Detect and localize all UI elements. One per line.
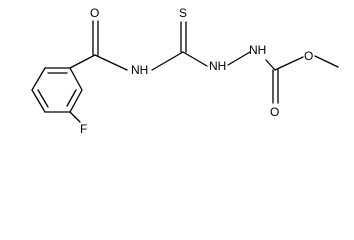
- ester-c-o-bond: [274, 56, 304, 71]
- o-methyl-bond: [314, 55, 339, 68]
- benzene-ring: [31, 67, 83, 113]
- thiocarbonyl-double-bond: [180, 21, 187, 53]
- atom-label-o-ester: O: [304, 49, 313, 63]
- molecule-structure-diagram: O S NH NH NH F O O: [31, 6, 339, 136]
- ring-carbonyl-bond: [69, 54, 96, 69]
- hydrazine-nn-bond: [227, 51, 251, 66]
- thiocarbon-nh-bond: [182, 51, 208, 67]
- atom-label-o-carbonyl: O: [90, 6, 99, 20]
- atom-label-o-ester-carbonyl: O: [270, 105, 279, 119]
- nh-ester-carbon-bond: [265, 59, 276, 71]
- atom-label-nh-hydrazine-2: NH: [249, 43, 266, 57]
- atom-label-nh-amide: NH: [131, 63, 148, 77]
- ring-fluorine-bond: [69, 111, 81, 123]
- atom-label-s-thio: S: [179, 6, 187, 20]
- nh-thiocarbon-bond: [151, 51, 184, 71]
- atom-label-nh-hydrazine-1: NH: [209, 59, 226, 73]
- carbonyl-double-bond: [92, 20, 99, 56]
- ester-carbonyl-double-bond: [272, 69, 279, 104]
- atom-label-f: F: [80, 122, 87, 136]
- carbonyl-nh-bond: [94, 54, 128, 71]
